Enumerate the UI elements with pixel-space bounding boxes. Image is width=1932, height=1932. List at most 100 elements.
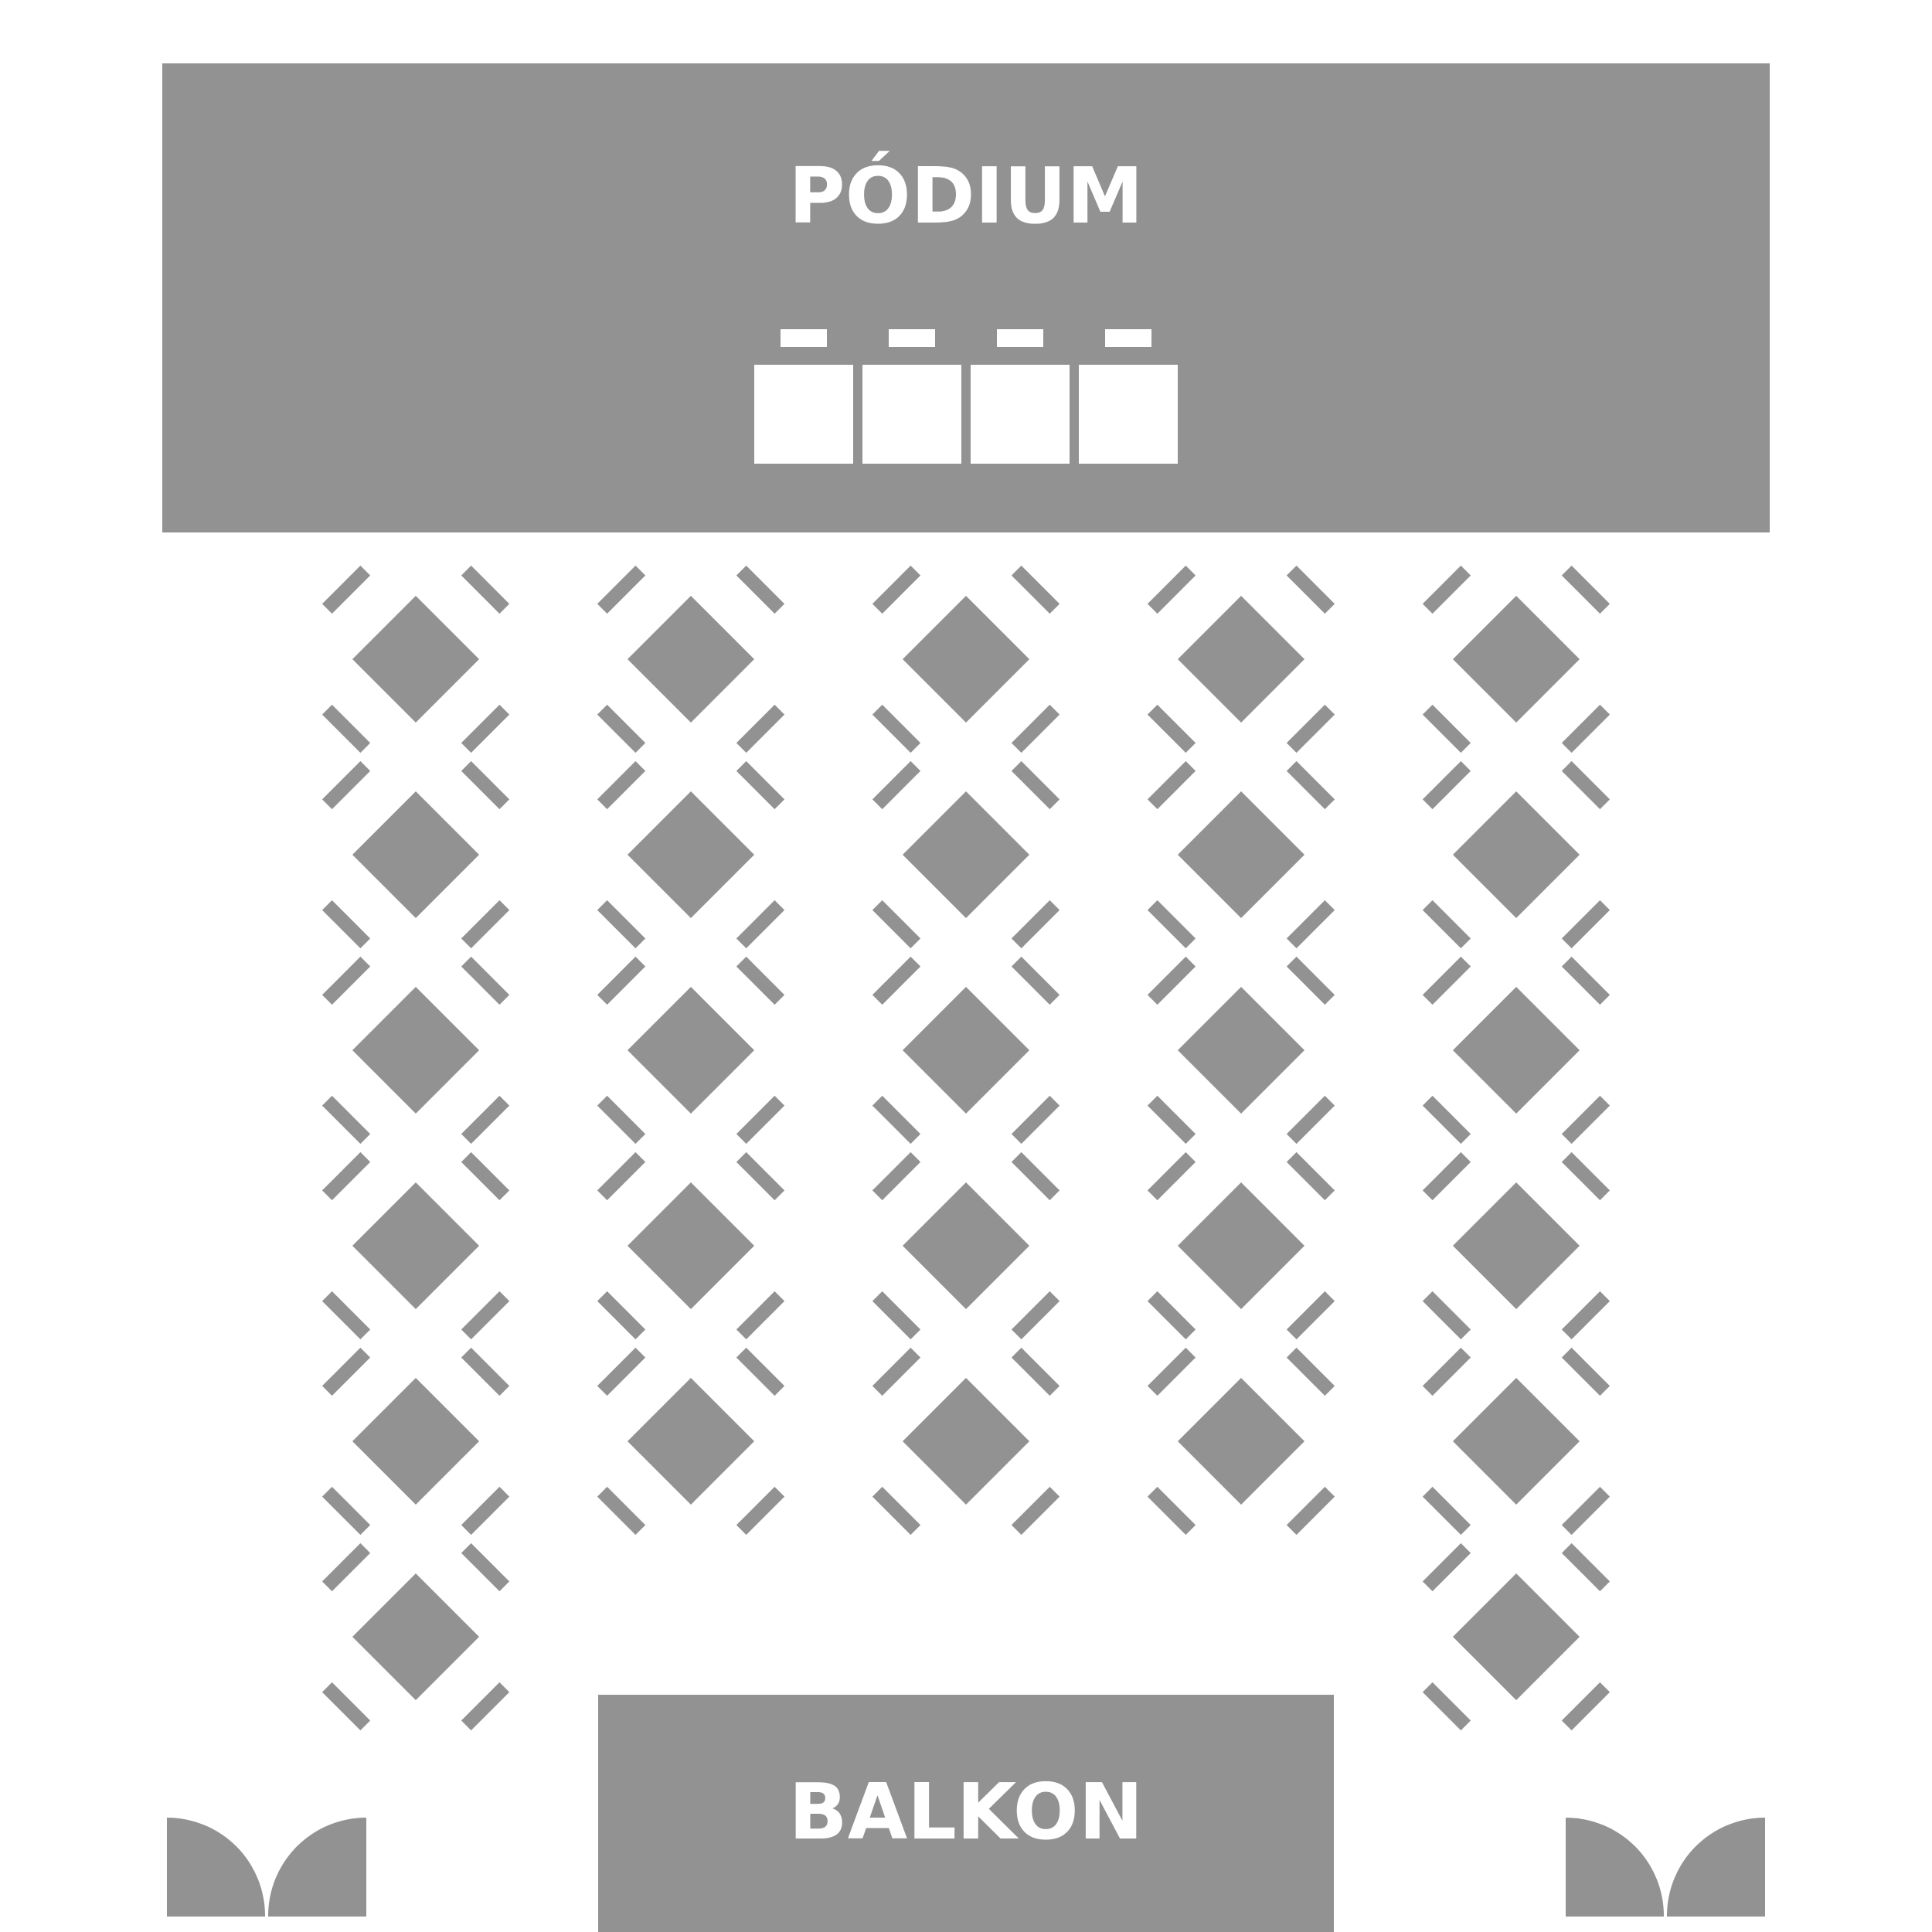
- door-left-2: [267, 1817, 366, 1917]
- chair: [321, 1347, 371, 1396]
- chair: [1422, 565, 1471, 614]
- chair: [321, 900, 371, 949]
- chair: [1147, 956, 1196, 1005]
- table-group: [321, 1543, 510, 1731]
- table: [1453, 596, 1580, 723]
- chair: [597, 900, 646, 949]
- chair: [597, 704, 646, 753]
- table-group: [1147, 1347, 1335, 1536]
- chair: [1011, 1347, 1060, 1396]
- chair: [872, 956, 921, 1005]
- table-group: [1422, 1151, 1611, 1340]
- table: [903, 596, 1029, 723]
- podium-label: PÓDIUM: [788, 151, 1143, 241]
- chair: [1561, 1291, 1611, 1340]
- podium-desk: [754, 365, 853, 464]
- chair: [321, 704, 371, 753]
- table: [1178, 791, 1304, 918]
- table: [352, 1182, 479, 1309]
- chair: [1286, 565, 1335, 614]
- chair: [1561, 704, 1611, 753]
- chair: [1422, 1347, 1471, 1396]
- chair: [1011, 900, 1060, 949]
- chair: [1561, 1151, 1611, 1201]
- table-group: [1422, 1543, 1611, 1731]
- table: [1453, 791, 1580, 918]
- chair: [1561, 956, 1611, 1005]
- table-group: [321, 1151, 510, 1340]
- podium-area: [162, 63, 1770, 532]
- chair: [1422, 704, 1471, 753]
- table: [1453, 1182, 1580, 1309]
- chair: [736, 956, 785, 1005]
- chair: [321, 1291, 371, 1340]
- table: [1178, 1378, 1304, 1505]
- chair: [1011, 1151, 1060, 1201]
- chair: [597, 1291, 646, 1340]
- doors-left: [167, 1817, 366, 1917]
- table-group: [872, 1151, 1060, 1340]
- table-group: [1147, 760, 1335, 949]
- chair: [1561, 1682, 1611, 1731]
- table-group: [1147, 956, 1335, 1145]
- chair: [461, 1347, 510, 1396]
- balcony-area: [598, 1695, 1334, 1932]
- chair: [736, 1291, 785, 1340]
- table: [352, 1378, 479, 1505]
- chair: [321, 956, 371, 1005]
- table: [628, 1182, 754, 1309]
- chair: [872, 1095, 921, 1145]
- chair: [736, 1095, 785, 1145]
- chair: [321, 760, 371, 810]
- chair: [872, 1291, 921, 1340]
- chair: [1147, 1486, 1196, 1536]
- chair: [1422, 1682, 1471, 1731]
- chair: [1286, 956, 1335, 1005]
- chair: [321, 1151, 371, 1201]
- chair: [736, 760, 785, 810]
- chair: [1286, 1151, 1335, 1201]
- table: [352, 1573, 479, 1700]
- chair: [736, 565, 785, 614]
- door-right-2: [1666, 1817, 1765, 1917]
- chair: [461, 1291, 510, 1340]
- chair: [1422, 1151, 1471, 1201]
- table: [628, 987, 754, 1114]
- table-group: [597, 565, 785, 753]
- table: [903, 1378, 1029, 1505]
- chair: [461, 1151, 510, 1201]
- table: [1453, 987, 1580, 1114]
- table: [1178, 596, 1304, 723]
- chair: [1286, 1291, 1335, 1340]
- podium-chair: [781, 329, 827, 347]
- chair: [1422, 760, 1471, 810]
- chair: [736, 704, 785, 753]
- chair: [1286, 1095, 1335, 1145]
- chair: [872, 900, 921, 949]
- table-group: [597, 1151, 785, 1340]
- table-group: [1422, 565, 1611, 753]
- chair: [1147, 900, 1196, 949]
- table: [1178, 987, 1304, 1114]
- chair: [321, 1682, 371, 1731]
- table-group: [1147, 565, 1335, 753]
- table: [628, 596, 754, 723]
- chair: [736, 1486, 785, 1536]
- chair: [1011, 956, 1060, 1005]
- chair: [461, 760, 510, 810]
- chair: [1011, 760, 1060, 810]
- chair: [597, 1486, 646, 1536]
- table-group: [872, 760, 1060, 949]
- table-group: [321, 565, 510, 753]
- chair: [597, 760, 646, 810]
- podium-chair: [997, 329, 1043, 347]
- chair: [872, 1347, 921, 1396]
- chair: [1561, 565, 1611, 614]
- podium-chair: [1105, 329, 1151, 347]
- chair: [1147, 704, 1196, 753]
- table-group: [321, 760, 510, 949]
- chair: [597, 956, 646, 1005]
- chair: [1011, 1291, 1060, 1340]
- door-right-1: [1566, 1818, 1665, 1917]
